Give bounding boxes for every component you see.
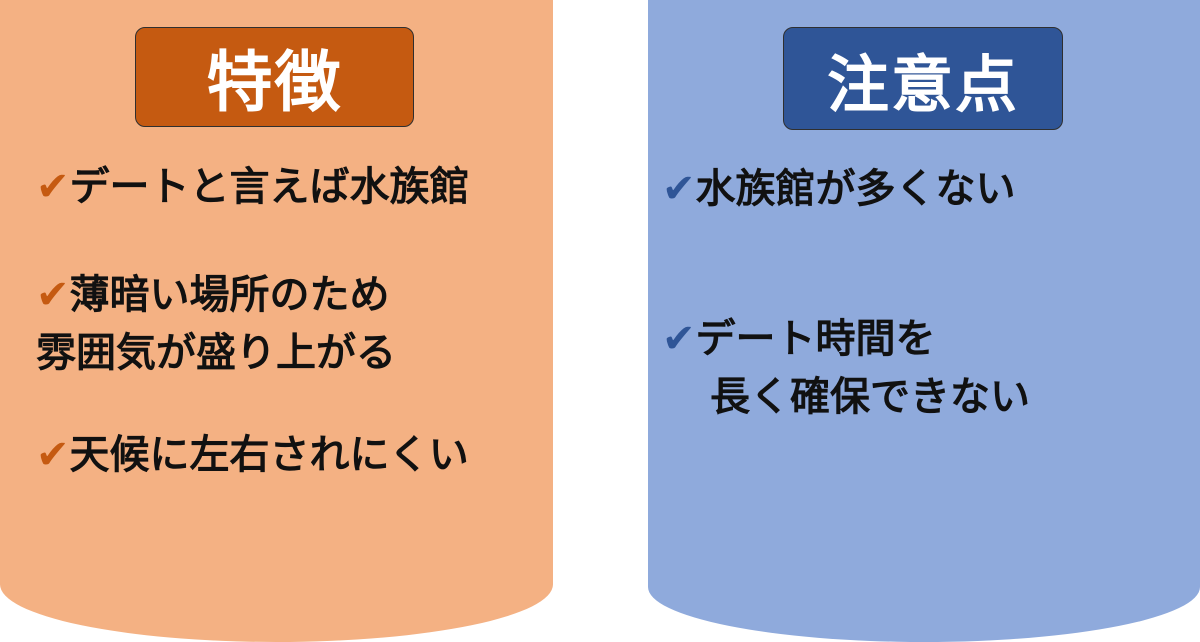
caution-item-2-text-1: デート時間を [695,316,936,362]
features-panel: 特徴 ✔デートと言えば水族館 ✔薄暗い場所のため 雰囲気が盛り上がる ✔天候に左… [0,0,553,642]
feature-item-2-text-1: 薄暗い場所のため [69,272,390,318]
features-heading: 特徴 [135,27,414,127]
feature-item-3: ✔天候に左右されにくい [36,426,469,484]
caution-item-1-line-1: ✔水族館が多くない [662,160,1016,218]
feature-item-1-line-1: ✔デートと言えば水族館 [36,158,470,216]
feature-item-2-line-2: 雰囲気が盛り上がる [36,330,396,376]
caution-item-1-text: 水族館が多くない [695,166,1016,212]
cautions-panel: 注意点 ✔水族館が多くない ✔デート時間を 長く確保できない [648,0,1200,642]
check-icon: ✔ [36,164,70,210]
feature-item-3-line-1: ✔天候に左右されにくい [36,426,469,484]
check-icon: ✔ [36,272,70,318]
caution-item-1: ✔水族館が多くない [662,160,1016,218]
feature-item-2: ✔薄暗い場所のため 雰囲気が盛り上がる [36,266,396,382]
caution-item-2-line-1: ✔デート時間を [662,310,1030,368]
feature-item-1-text: デートと言えば水族館 [69,164,470,210]
feature-item-3-text: 天候に左右されにくい [69,432,469,478]
caution-item-2: ✔デート時間を 長く確保できない [662,310,1030,426]
check-icon: ✔ [662,166,696,212]
feature-item-2-line-1: ✔薄暗い場所のため [36,266,396,324]
cautions-heading: 注意点 [783,27,1063,130]
caution-item-2-line-2: 長く確保できない [710,374,1030,420]
feature-item-1: ✔デートと言えば水族館 [36,158,470,216]
check-icon: ✔ [36,432,70,478]
check-icon: ✔ [662,316,696,362]
